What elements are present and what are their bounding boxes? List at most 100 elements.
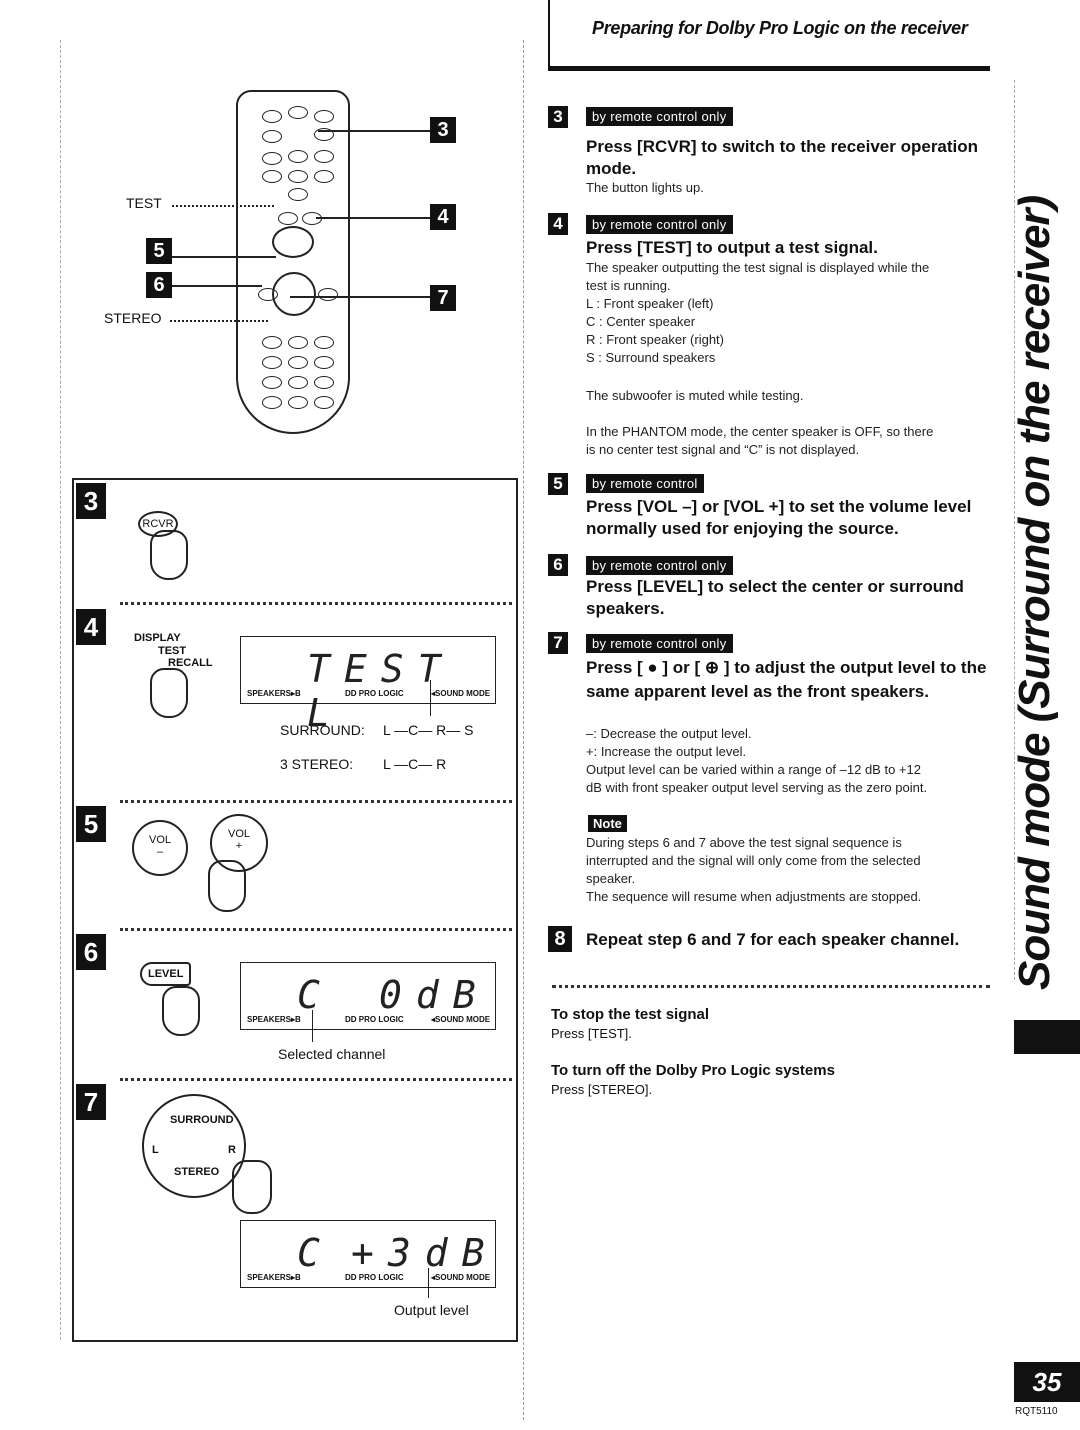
remote-button-icon xyxy=(258,288,278,301)
dial-right-text: R xyxy=(228,1144,236,1156)
pressing-hand-icon xyxy=(150,530,188,580)
step-7-heading: Press [ ● ] or [ ⊕ ] to adjust the outpu… xyxy=(586,658,987,701)
panel-step-6: 6 xyxy=(76,934,106,970)
panel-divider xyxy=(120,800,512,803)
vol-minus-sign: – xyxy=(156,846,164,858)
note-line: The sequence will resume when adjustment… xyxy=(586,889,922,904)
callout-line xyxy=(316,217,430,219)
remote-button-icon xyxy=(314,170,334,183)
number-button-icon xyxy=(314,336,334,349)
rcvr-button-icon xyxy=(314,128,334,141)
display-label: DISPLAY xyxy=(134,632,181,644)
note-line: During steps 6 and 7 above the test sign… xyxy=(586,835,902,850)
tip-stop-text: Press [TEST]. xyxy=(551,1026,632,1041)
panel-step-4: 4 xyxy=(76,609,106,645)
subwoofer-note: The subwoofer is muted while testing. xyxy=(586,388,804,403)
callout-line xyxy=(172,285,262,287)
lcd-speakers-indicator: SPEAKERS▸B xyxy=(247,1015,301,1024)
step-3-heading: Press [RCVR] to switch to the receiver o… xyxy=(586,137,979,178)
remote-button-icon xyxy=(314,150,334,163)
step-4-line: S : Surround speakers xyxy=(586,350,716,365)
phantom-line: is no center test signal and “C” is not … xyxy=(586,442,860,457)
lcd-display-output: C +3dB SPEAKERS▸B DD PRO LOGIC ◂SOUND MO… xyxy=(240,1220,496,1288)
step-3-line: The button lights up. xyxy=(586,180,704,195)
step-7-line: dB with front speaker output level servi… xyxy=(586,780,928,795)
recall-label: RECALL xyxy=(168,657,213,669)
lcd-speakers-indicator: SPEAKERS▸B xyxy=(247,1273,301,1282)
remote-button-icon xyxy=(262,170,282,183)
lcd-display-center: C 0dB SPEAKERS▸B DD PRO LOGIC ◂SOUND MOD… xyxy=(240,962,496,1030)
remote-button-icon xyxy=(262,130,282,143)
dial-stereo-text: STEREO xyxy=(174,1166,220,1178)
remote-button-icon xyxy=(288,150,308,163)
panel-divider xyxy=(120,602,512,605)
callout-line xyxy=(172,256,276,258)
note-body: During steps 6 and 7 above the test sign… xyxy=(586,834,996,906)
remote-button-icon xyxy=(262,152,282,165)
power-button-icon xyxy=(288,106,308,119)
step-4-line: The speaker outputting the test signal i… xyxy=(586,260,930,275)
phantom-note: In the PHANTOM mode, the center speaker … xyxy=(586,423,996,459)
dial-surround-text: SURROUND xyxy=(170,1114,234,1126)
number-button-icon xyxy=(288,376,308,389)
step-5-heading: Press [VOL –] or [VOL +] to set the volu… xyxy=(586,497,972,538)
lcd-channel: C xyxy=(297,973,334,1017)
margin-guide-left xyxy=(60,40,61,1340)
step-8-number: 8 xyxy=(548,926,572,952)
navigation-dial-icon xyxy=(272,272,316,316)
step-4-badge: by remote control only xyxy=(586,215,733,234)
lcd-sound-mode-indicator: ◂SOUND MODE xyxy=(431,689,491,698)
vol-plus-label: VOL xyxy=(227,828,250,840)
lcd-sound-mode-indicator: ◂SOUND MODE xyxy=(431,1273,491,1282)
step-4-line: test is running. xyxy=(586,278,671,293)
lcd-pointer-line xyxy=(430,680,431,716)
callout-3: 3 xyxy=(430,117,456,143)
section-sidebar-title: Sound mode (Surround on the receiver) xyxy=(1010,195,1059,990)
lcd-level: 0dB xyxy=(379,973,490,1017)
page-number: 35 xyxy=(1014,1362,1080,1402)
number-button-icon xyxy=(262,356,282,369)
step-7-line: –: Decrease the output level. xyxy=(586,726,752,741)
dial-left-text: L xyxy=(152,1144,159,1156)
stereo-sequence: L —C— R xyxy=(383,756,447,772)
step-8-heading: Repeat step 6 and 7 for each speaker cha… xyxy=(586,930,960,949)
header-bar xyxy=(548,0,570,70)
phantom-line: In the PHANTOM mode, the center speaker … xyxy=(586,424,934,439)
panel-divider xyxy=(120,928,512,931)
step-6-heading: Press [LEVEL] to select the center or su… xyxy=(586,577,964,618)
number-button-icon xyxy=(314,396,334,409)
test-leader xyxy=(172,205,274,207)
number-button-icon xyxy=(288,356,308,369)
number-button-icon xyxy=(262,376,282,389)
step-3-body: The button lights up. xyxy=(586,179,996,197)
vol-plus-sign: + xyxy=(235,840,243,852)
callout-7: 7 xyxy=(430,285,456,311)
callout-line xyxy=(290,296,430,298)
note-label: Note xyxy=(588,815,627,832)
lcd-pointer-line xyxy=(428,1268,429,1298)
panel-divider xyxy=(120,1078,512,1081)
step-4-line: R : Front speaker (right) xyxy=(586,332,724,347)
lcd-channel: C xyxy=(297,1231,334,1275)
model-code: RQT5110 xyxy=(1015,1406,1058,1417)
number-button-icon xyxy=(314,356,334,369)
step-7-number: 7 xyxy=(548,632,568,654)
pressing-hand-icon xyxy=(232,1160,272,1214)
surround-dial-icon: SURROUND L R STEREO xyxy=(142,1094,246,1198)
sidebar-tab-marker xyxy=(1014,1020,1080,1054)
pressing-hand-icon xyxy=(208,860,246,912)
remote-button-icon xyxy=(314,110,334,123)
step-5-number: 5 xyxy=(548,473,568,495)
step-4-body: The speaker outputting the test signal i… xyxy=(586,259,996,367)
step-3-number: 3 xyxy=(548,106,568,128)
number-button-icon xyxy=(262,336,282,349)
vol-minus-label: VOL xyxy=(148,834,171,846)
lcd-pro-logic-indicator: DD PRO LOGIC xyxy=(345,689,404,698)
lcd-sound-mode-indicator: ◂SOUND MODE xyxy=(431,1015,491,1024)
remote-button-icon xyxy=(288,188,308,201)
section-divider xyxy=(552,985,990,988)
header-rule xyxy=(548,66,990,71)
tip-dolby-off-text: Press [STEREO]. xyxy=(551,1082,653,1097)
column-divider xyxy=(523,40,524,1420)
remote-control-illustration xyxy=(236,90,350,434)
